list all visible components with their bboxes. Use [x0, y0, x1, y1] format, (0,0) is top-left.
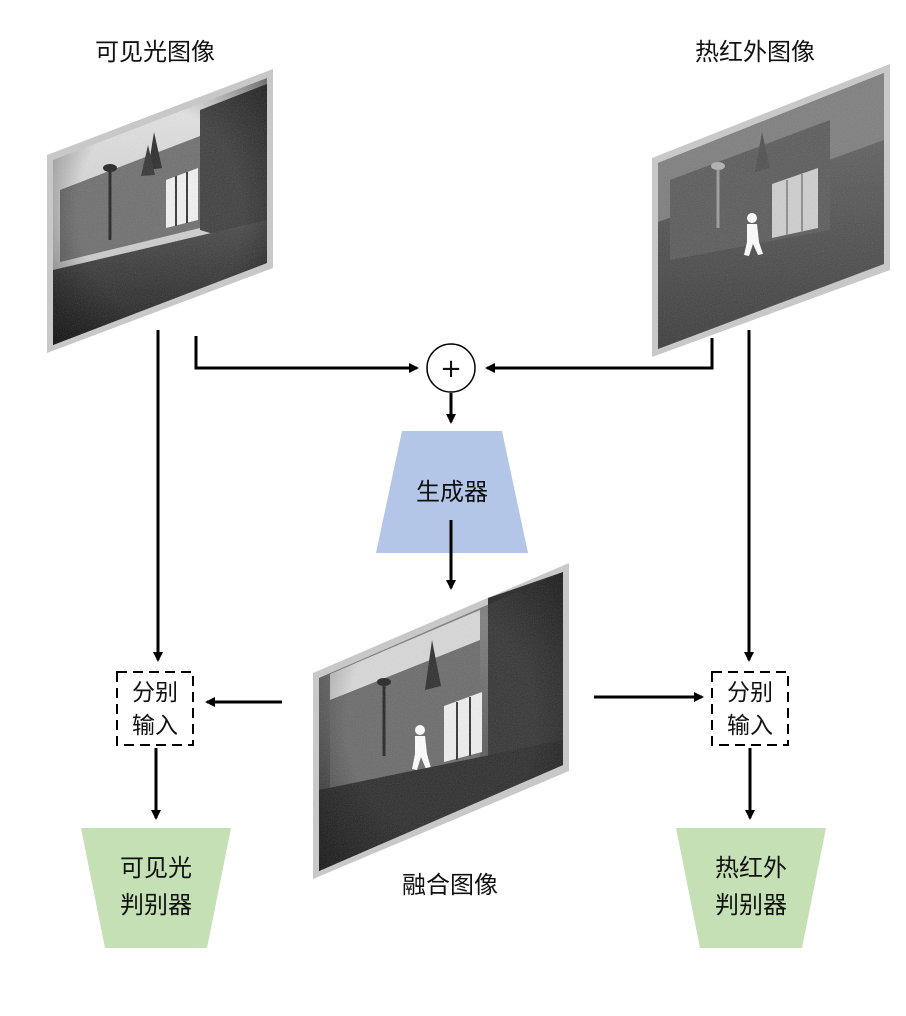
separate-input-right-line1: 分别: [727, 680, 773, 706]
arrow-infrared-to-concat: [485, 338, 714, 373]
infrared-image: [652, 64, 890, 357]
visible-discriminator-line2: 判别器: [120, 891, 192, 919]
visible-discriminator: 可见光 判别器: [81, 828, 231, 948]
concat-node: +: [426, 343, 476, 393]
separate-input-right-line2: 输入: [727, 713, 773, 739]
visible-discriminator-line1: 可见光: [120, 854, 192, 882]
separate-input-left: 分别 输入: [116, 671, 194, 746]
infrared-discriminator: 热红外 判别器: [676, 828, 826, 948]
visible-image: [47, 69, 273, 353]
infrared-discriminator-line2: 判别器: [715, 891, 787, 919]
connectors: [151, 330, 755, 820]
arrow-visible-to-concat: [194, 336, 419, 373]
separate-input-left-line1: 分别: [132, 680, 178, 706]
infrared-discriminator-line1: 热红外: [715, 854, 787, 882]
plus-icon: +: [440, 354, 462, 384]
fused-image: [313, 563, 569, 879]
infrared-image-title: 热红外图像: [695, 38, 815, 66]
generator-block: 生成器: [376, 431, 528, 553]
visible-image-title: 可见光图像: [95, 38, 215, 66]
separate-input-left-line2: 输入: [132, 713, 178, 739]
fused-image-title: 融合图像: [402, 871, 498, 899]
separate-input-right: 分别 输入: [711, 671, 789, 746]
generator-label: 生成器: [416, 478, 488, 506]
